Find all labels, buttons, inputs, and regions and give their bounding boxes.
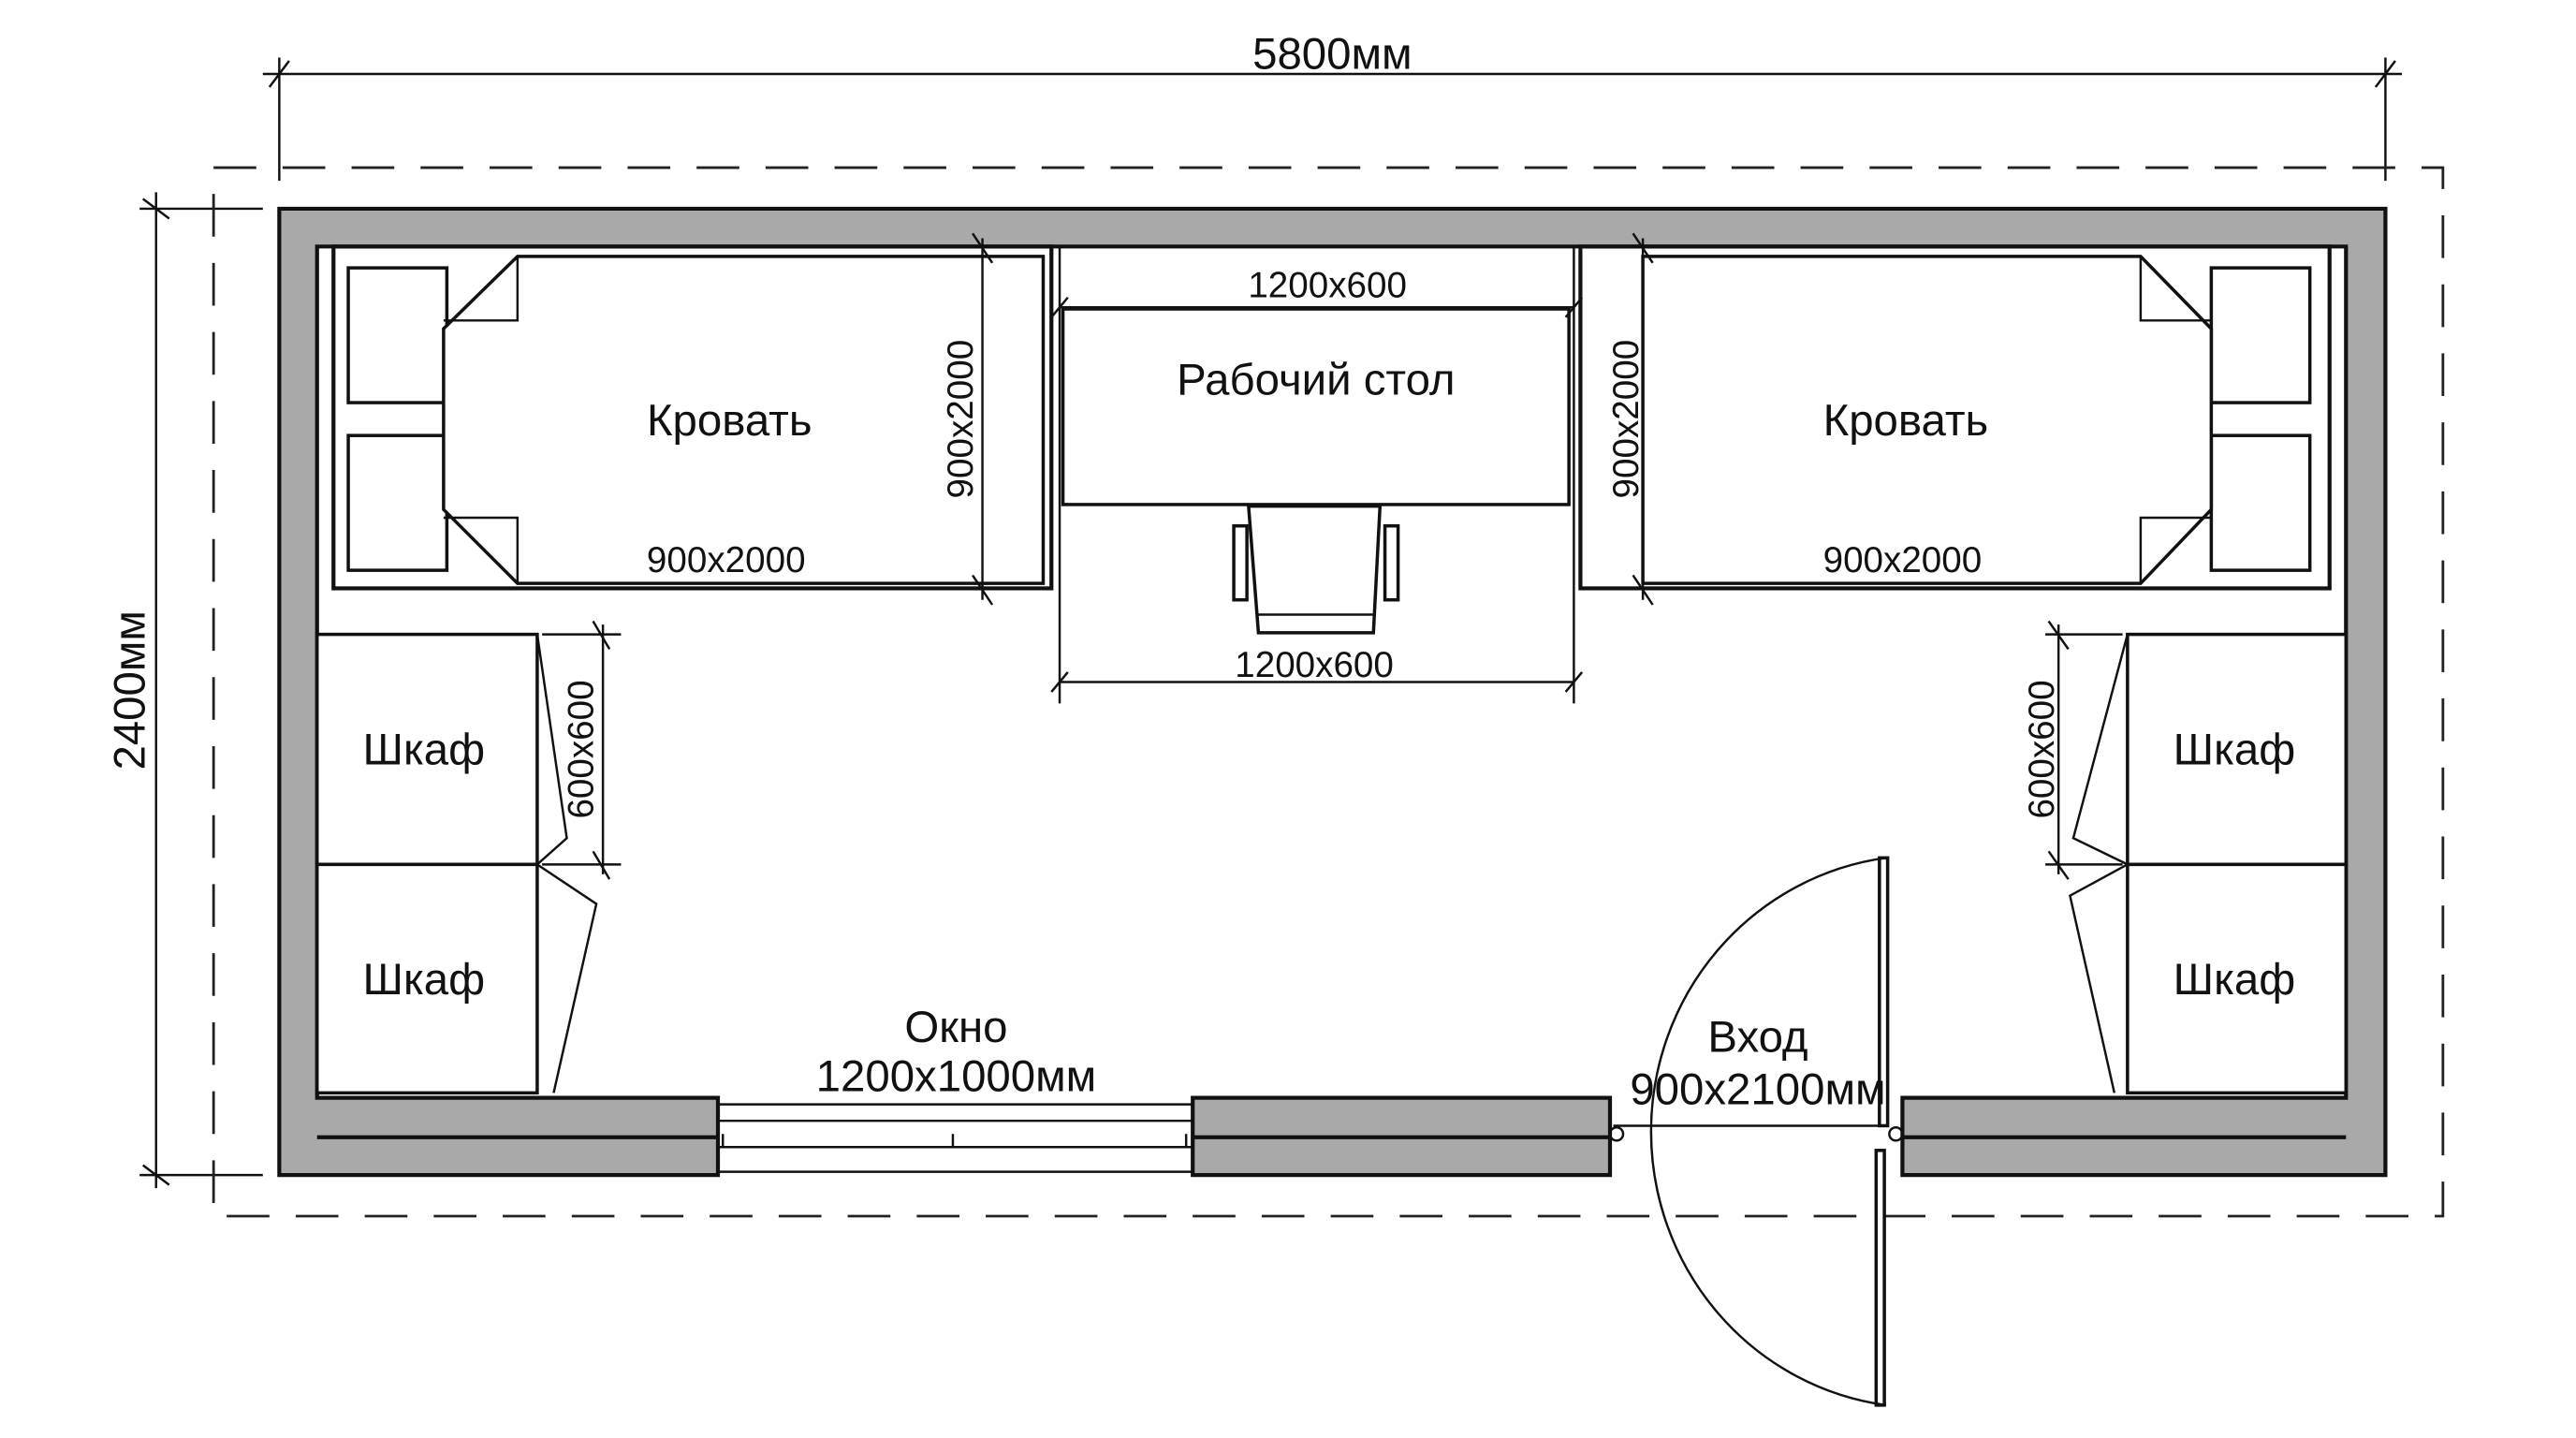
bed-right: Кровать 900x2000 900x2000 — [1578, 232, 2332, 606]
wardrobes-right: Шкаф Шкаф 600x600 — [2022, 620, 2349, 1095]
window-size: 1200x1000мм — [816, 1052, 1097, 1102]
chair — [1232, 504, 1400, 635]
desk-size-bottom: 1200x600 — [1235, 645, 1394, 685]
desk: 1200x600 Рабочий стол 1200x600 — [1050, 246, 1584, 704]
bed-right-label: Кровать — [1823, 396, 1989, 446]
wardrobe-left-2-label: Шкаф — [363, 955, 486, 1005]
bed-left-size-vertical: 900x2000 — [941, 340, 981, 499]
entrance-label: Вход — [1707, 1012, 1808, 1062]
depth-label: 2400мм — [105, 610, 154, 770]
desk-label: Рабочий стол — [1177, 355, 1455, 404]
window: Окно 1200x1000мм — [717, 1003, 1193, 1173]
wardrobe-right-2-label: Шкаф — [2174, 955, 2296, 1005]
outline-dashed — [212, 166, 2445, 1218]
desk-size-top: 1200x600 — [1248, 266, 1407, 306]
bed-right-size: 900x2000 — [1823, 540, 1983, 580]
window-label: Окно — [904, 1003, 1007, 1052]
depth-dimension: 2400мм — [105, 192, 263, 1189]
wardrobe-right-1-label: Шкаф — [2174, 725, 2296, 774]
width-dimension: 5800мм — [262, 30, 2402, 182]
bed-left: Кровать 900x2000 900x2000 — [331, 232, 1054, 606]
wardrobes-left: Шкаф Шкаф 600x600 — [315, 620, 622, 1095]
wardrobe-right-size: 600x600 — [2022, 680, 2062, 818]
bed-left-label: Кровать — [647, 396, 812, 446]
entrance-size: 900x2100мм — [1630, 1065, 1885, 1115]
bed-right-size-vertical: 900x2000 — [1606, 340, 1647, 499]
walls — [277, 206, 2388, 1178]
wardrobe-left-1-label: Шкаф — [363, 725, 486, 774]
wardrobe-left-size: 600x600 — [562, 680, 602, 818]
width-label: 5800мм — [1252, 30, 1412, 80]
bed-left-size: 900x2000 — [647, 540, 806, 580]
entrance-door[interactable]: Вход 900x2100мм — [1608, 856, 1904, 1407]
